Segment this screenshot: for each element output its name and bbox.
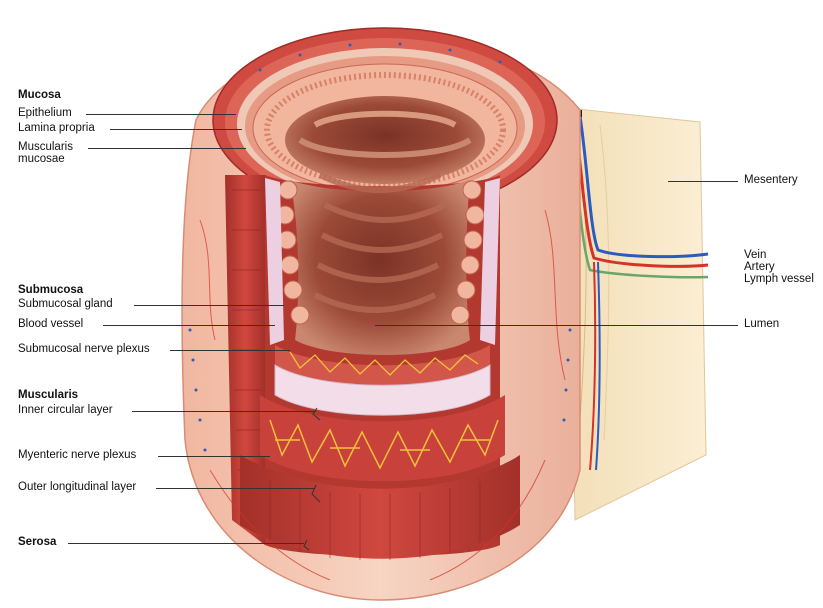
- leader-inner-circular-layer: [132, 411, 316, 412]
- label-outer-longitudinal-layer: Outer longitudinal layer: [18, 481, 136, 494]
- leader-mesentery: [668, 181, 738, 182]
- label-lymph-vessel: Lymph vessel: [744, 273, 814, 286]
- label-mesentery: Mesentery: [744, 174, 798, 187]
- leader-myenteric-nerve-plexus: [158, 456, 270, 457]
- label-inner-circular-layer: Inner circular layer: [18, 404, 113, 417]
- leader-outer-longitudinal-layer: [156, 488, 314, 489]
- label-submucosa-heading: Submucosa: [18, 284, 83, 297]
- lumen-top: [285, 96, 485, 184]
- label-blood-vessel: Blood vessel: [18, 318, 83, 331]
- label-muscularis-heading: Muscularis: [18, 389, 78, 402]
- leader-lamina-propria: [110, 129, 242, 130]
- leader-blood-vessel: [103, 325, 275, 326]
- leader-lumen: [375, 325, 738, 326]
- label-muscularis-mucosae-line2: mucosae: [18, 153, 65, 166]
- label-lumen: Lumen: [744, 318, 779, 331]
- mesentery-sheet: [568, 108, 708, 520]
- leader-serosa: [68, 543, 304, 544]
- leader-muscularis-mucosae: [88, 148, 246, 149]
- leader-submucosal-gland: [134, 305, 284, 306]
- label-myenteric-nerve-plexus: Myenteric nerve plexus: [18, 449, 136, 462]
- label-lamina-propria: Lamina propria: [18, 122, 95, 135]
- label-submucosal-nerve-plexus: Submucosal nerve plexus: [18, 343, 150, 356]
- label-submucosal-gland: Submucosal gland: [18, 298, 113, 311]
- label-epithelium: Epithelium: [18, 107, 72, 120]
- leader-submucosal-nerve-plexus: [170, 350, 290, 351]
- label-serosa-heading: Serosa: [18, 536, 56, 549]
- leader-epithelium: [86, 114, 236, 115]
- label-mucosa-heading: Mucosa: [18, 89, 61, 102]
